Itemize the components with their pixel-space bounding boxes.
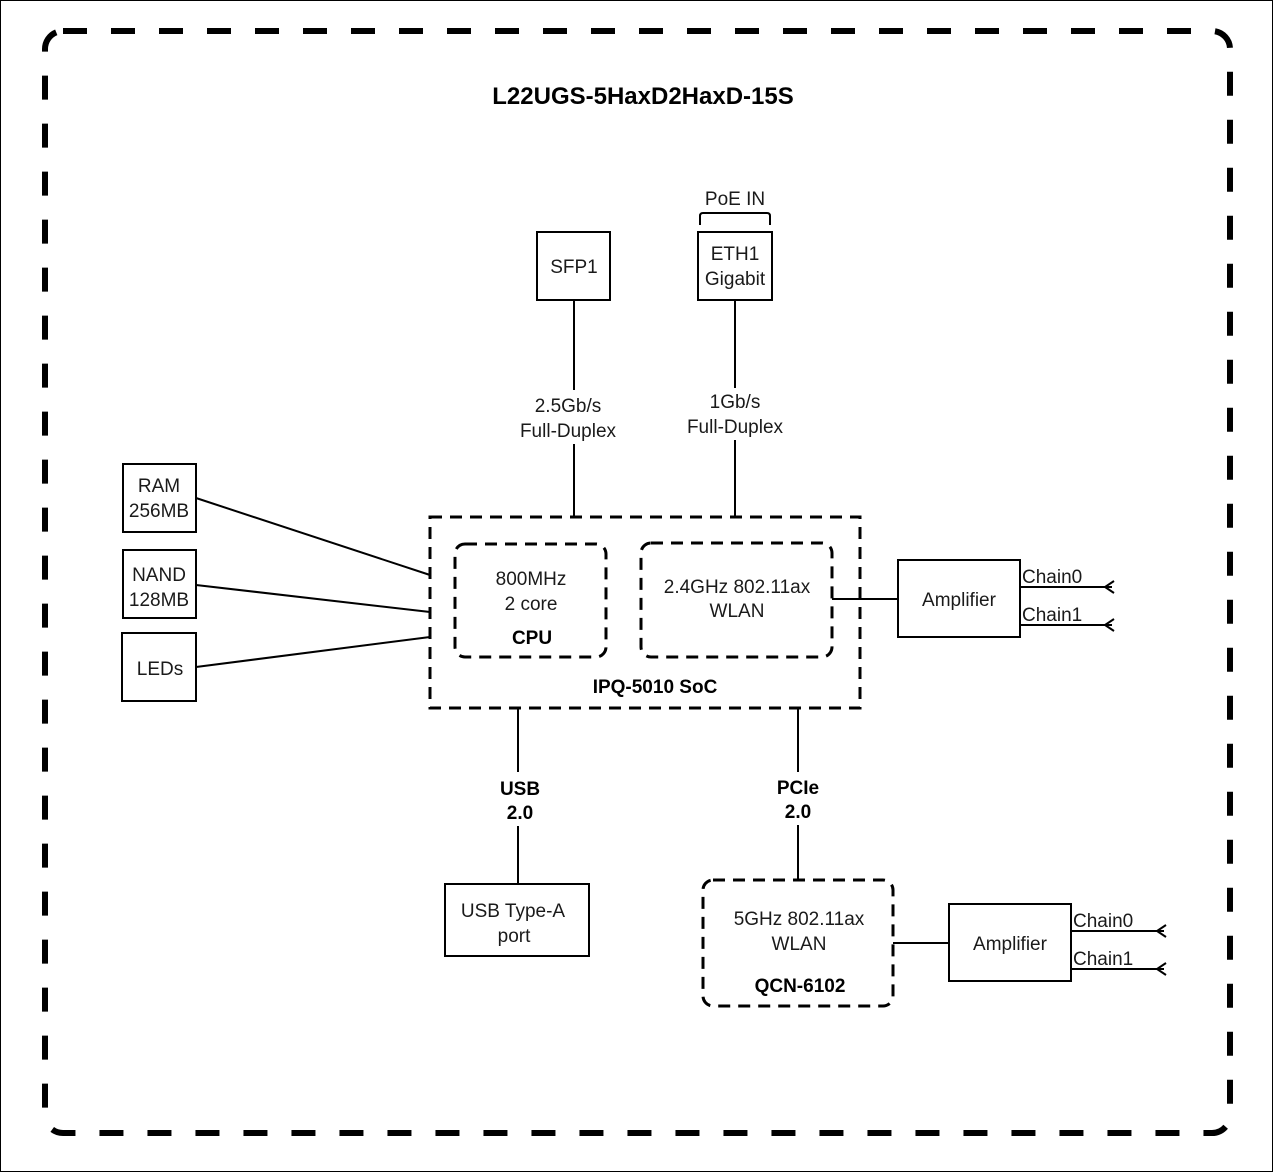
nand-link <box>195 584 431 613</box>
cpu-frequency: 800MHz <box>496 569 567 590</box>
wlan5-standard: 5GHz 802.11ax <box>734 909 865 930</box>
wlan24-standard: 2.4GHz 802.11ax <box>664 577 811 598</box>
wlan5-block: 5GHz 802.11ax WLAN QCN-6102 <box>701 878 895 1008</box>
eth1-duplex: Full-Duplex <box>687 417 784 438</box>
wlan5-chip: QCN-6102 <box>755 976 846 997</box>
eth1-box <box>697 231 773 301</box>
usb-port-block: USB Type-A port <box>444 883 590 957</box>
usb-port-sublabel: port <box>498 926 531 947</box>
amp-bottom-chain1-label: Chain1 <box>1073 949 1133 970</box>
ram-size: 256MB <box>129 501 189 522</box>
cpu-cores: 2 core <box>505 594 558 615</box>
antenna-icon <box>1155 924 1167 938</box>
pcie-bus-version: 2.0 <box>785 802 811 823</box>
leds-box <box>121 632 197 702</box>
usb-port-box <box>444 883 590 957</box>
antenna-icon <box>1155 962 1167 976</box>
wlan5-boundary <box>701 878 895 1008</box>
amplifier-top-box <box>897 559 1021 638</box>
nand-label: NAND <box>132 565 186 586</box>
soc-block: 800MHz 2 core CPU 2.4GHz 802.11ax WLAN I… <box>428 515 862 710</box>
amp-top-chain0-label: Chain0 <box>1022 567 1082 588</box>
soc-label: IPQ-5010 SoC <box>593 677 718 698</box>
leds-link <box>195 636 431 668</box>
amplifier-bottom-box <box>948 903 1072 982</box>
cpu-label: CPU <box>512 628 552 649</box>
eth1-port: ETH1 Gigabit <box>697 231 773 301</box>
amp-bottom-chain0-label: Chain0 <box>1073 911 1133 932</box>
amplifier-top: Amplifier <box>897 559 1021 638</box>
cpu-boundary <box>453 542 608 659</box>
amplifier-top-label: Amplifier <box>922 590 997 611</box>
sfp1-label: SFP1 <box>550 257 598 278</box>
poe-in-label: PoE IN <box>705 189 765 210</box>
soc-boundary <box>428 515 862 710</box>
ram-link <box>195 497 431 576</box>
amp-top-chain1-label: Chain1 <box>1022 605 1082 626</box>
leds-label: LEDs <box>137 659 183 680</box>
device-boundary <box>42 28 1233 1136</box>
amplifier-bottom-label: Amplifier <box>973 934 1048 955</box>
pcie-bus-label: PCIe <box>777 778 819 799</box>
sfp1-port: SFP1 <box>536 231 611 301</box>
amplifier-bottom: Amplifier <box>948 903 1072 982</box>
leds-block: LEDs <box>121 632 197 702</box>
nand-block: NAND 128MB <box>122 549 197 619</box>
usb-bus-label: USB <box>500 779 540 800</box>
sfp1-box <box>536 231 611 301</box>
ram-label: RAM <box>138 476 180 497</box>
ram-block: RAM 256MB <box>122 463 197 533</box>
wlan24-label: WLAN <box>710 601 765 622</box>
nand-box <box>122 549 197 619</box>
poe-bracket <box>699 212 771 225</box>
eth1-sublabel: Gigabit <box>705 269 766 290</box>
sfp1-speed: 2.5Gb/s <box>535 396 602 417</box>
usb-bus-version: 2.0 <box>507 803 533 824</box>
antenna-icon <box>1103 618 1115 632</box>
device-title: L22UGS-5HaxD2HaxD-15S <box>492 83 793 110</box>
eth1-label: ETH1 <box>711 244 760 265</box>
wlan24-boundary <box>639 541 834 659</box>
wlan5-label: WLAN <box>772 934 827 955</box>
usb-port-label: USB Type-A <box>461 901 566 922</box>
sfp1-duplex: Full-Duplex <box>520 421 617 442</box>
antenna-icon <box>1103 580 1115 594</box>
eth1-speed: 1Gb/s <box>710 392 761 413</box>
ram-box <box>122 463 197 533</box>
nand-size: 128MB <box>129 590 189 611</box>
